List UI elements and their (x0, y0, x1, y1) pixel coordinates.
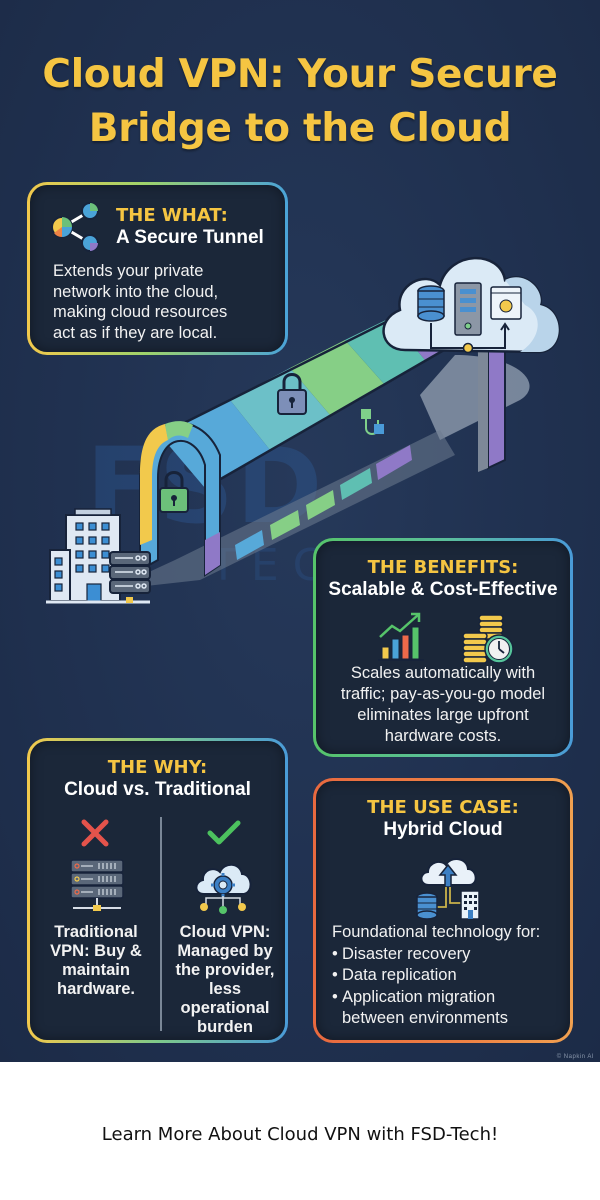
what-body: Extends your private network into the cl… (53, 261, 283, 343)
benefits-body: Scales automatically with traffic; pay-a… (316, 663, 570, 747)
cloud-resources-icon (382, 256, 560, 354)
cloud-vpn-text: Cloud VPN: Managed by the provider, less… (162, 923, 288, 1037)
ethernet-cable-icon (361, 409, 384, 435)
what-body-line: act as if they are local. (53, 323, 218, 342)
traditional-line: VPN: Buy & (50, 942, 142, 960)
server-stack-icon (109, 551, 151, 594)
benefits-subheading: Scalable & Cost-Effective (328, 579, 558, 600)
comparison-divider (160, 817, 162, 1031)
server-rack-icon (70, 859, 124, 911)
card-the-use-case: THE USE CASE: Hybrid Cloud (313, 778, 573, 1043)
benefits-body-line: hardware costs. (384, 727, 502, 745)
traditional-line: maintain (62, 961, 130, 979)
usecase-intro: Foundational technology for: (332, 923, 541, 941)
cloud-vpn-line: Managed by (177, 942, 273, 960)
check-icon (207, 820, 241, 845)
cloud-gear-icon (195, 863, 252, 914)
footer-cta-text: Learn More About Cloud VPN with FSD-Tech… (101, 1124, 499, 1145)
image-credit: © Napkin AI (556, 1054, 594, 1060)
cloud-vpn-line: operational (180, 999, 270, 1017)
why-subheading: Cloud vs. Traditional (64, 779, 251, 800)
benefits-body-line: traffic; pay-as-you-go model (340, 685, 546, 703)
usecase-subheading: Hybrid Cloud (383, 819, 503, 840)
cloud-vpn-line: burden (197, 1018, 253, 1036)
database-icon (417, 285, 445, 322)
what-body-line: network into the cloud, (53, 282, 219, 301)
traditional-line: Traditional (54, 923, 138, 941)
lock-icon (277, 373, 307, 415)
list-item: •Disaster recovery (332, 944, 471, 963)
traditional-line: hardware. (57, 980, 135, 998)
list-item: •Data replication (332, 966, 457, 984)
usecase-body: Foundational technology for: •Disaster r… (332, 922, 572, 1030)
card-the-why: THE WHY: Cloud vs. Traditional (27, 738, 288, 1043)
page-title: Cloud VPN: Your Secure Bridge to the Clo… (0, 48, 600, 156)
card-the-benefits: THE BENEFITS: Scalable & Cost-Effective (313, 538, 573, 757)
infographic-poster: FSD TECH Cloud VPN: Your Secure Bridge t… (0, 0, 600, 1062)
benefits-body-line: Scales automatically with (350, 664, 536, 682)
what-subheading: A Secure Tunnel (116, 227, 264, 248)
title-line-2: Bridge to the Cloud (88, 106, 512, 151)
what-body-line: Extends your private (53, 262, 204, 280)
cloud-vpn-line: less (208, 980, 242, 998)
share-network-icon (51, 202, 99, 252)
watermark-logo: FSD (86, 425, 325, 547)
hybrid-cloud-icon (416, 858, 480, 920)
what-heading: THE WHAT: (116, 205, 228, 226)
cloud-vpn-line: the provider, (175, 961, 275, 979)
app-window-icon (490, 286, 522, 320)
traditional-vpn-text: Traditional VPN: Buy & maintain hardware… (32, 923, 160, 999)
growth-bar-chart-icon (378, 612, 424, 661)
usecase-heading: THE USE CASE: (367, 797, 519, 818)
title-line-1: Cloud VPN: Your Secure (42, 52, 558, 97)
benefits-body-line: eliminates large upfront (357, 706, 529, 724)
database-icon (416, 892, 438, 920)
cloud-vpn-line: Cloud VPN: (179, 923, 271, 941)
why-heading: THE WHY: (107, 757, 208, 778)
what-body-line: making cloud resources (53, 303, 228, 321)
benefits-heading: THE BENEFITS: (367, 557, 519, 578)
usecase-list: •Disaster recovery •Data replication •Ap… (332, 944, 572, 1030)
server-icon (454, 282, 482, 336)
coins-clock-icon (462, 614, 514, 664)
x-icon (81, 819, 109, 847)
building-icon (460, 890, 480, 920)
card-the-what: THE WHAT: A Secure Tunnel Extends your p… (27, 182, 288, 355)
